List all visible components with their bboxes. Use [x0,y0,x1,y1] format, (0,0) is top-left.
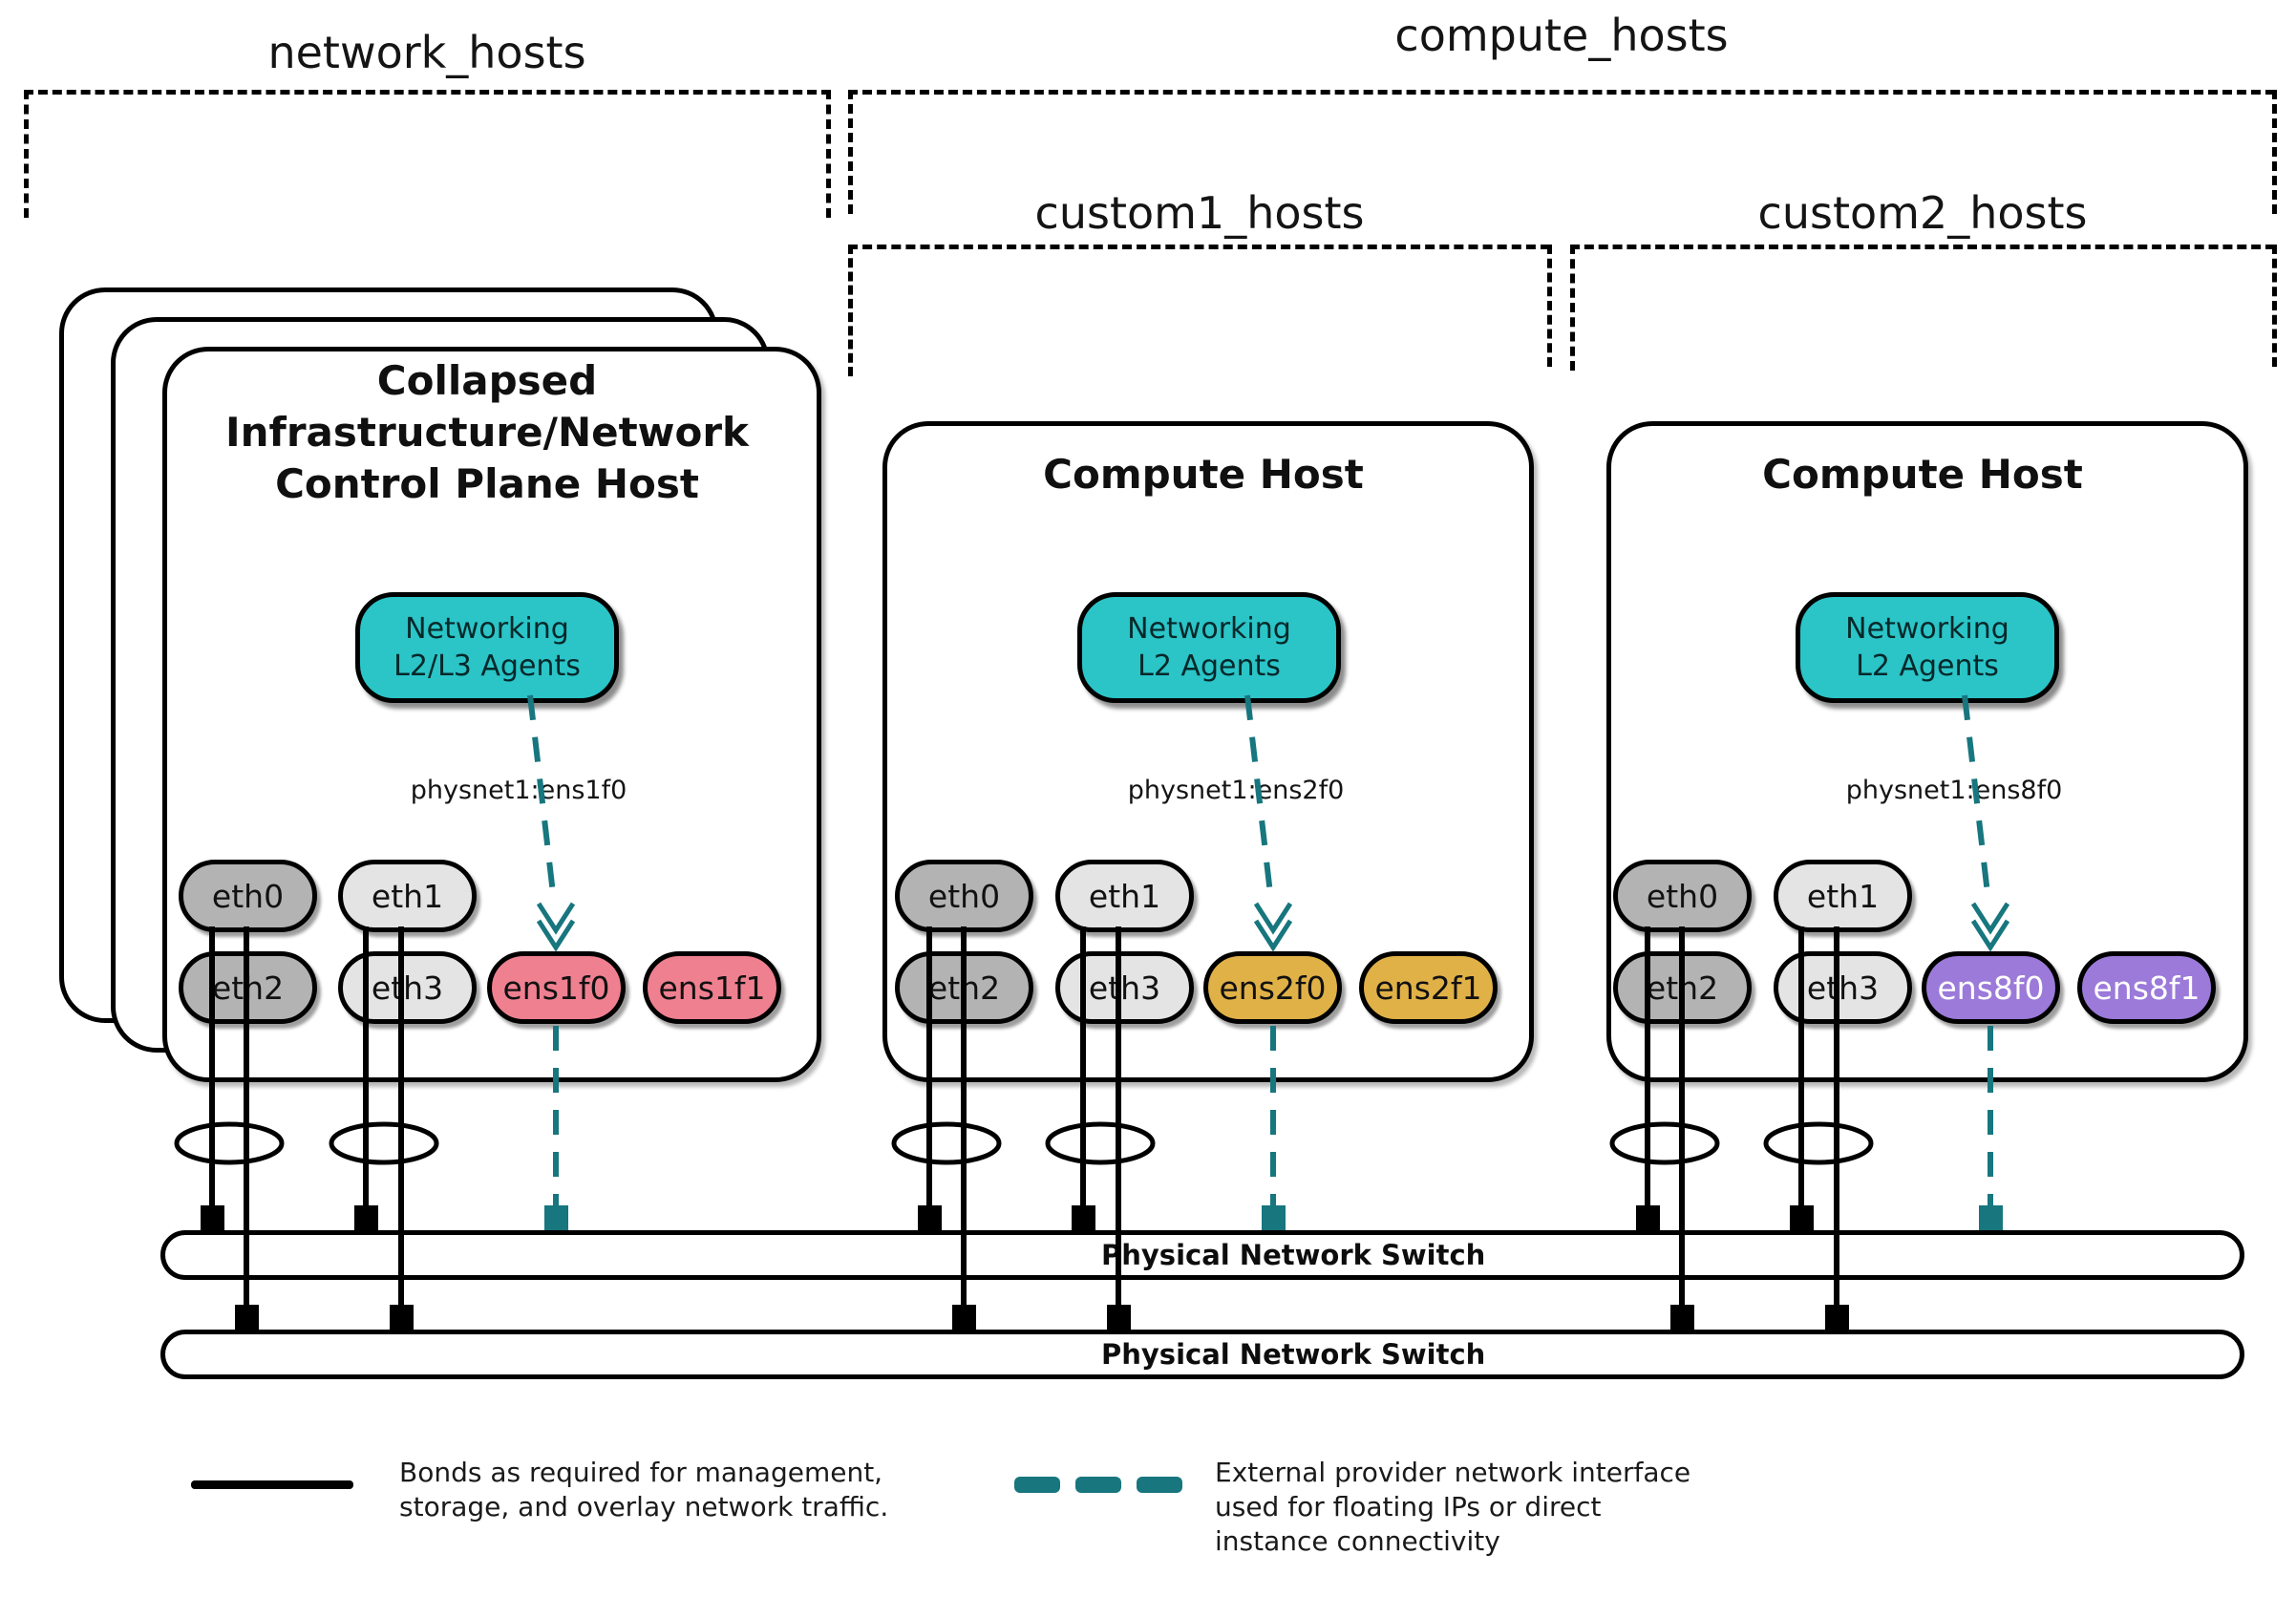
custom2-hosts-bracket-left [1570,245,1575,371]
switch-1-label: Physical Network Switch [1101,1239,1486,1271]
nic-pill-ens1f0: ens1f0 [487,951,626,1024]
bond-ellipses-host3 [1609,1121,1874,1165]
nic-pill-eth0: eth0 [895,860,1033,932]
legend-provider-swatch [1014,1477,1182,1493]
custom2-hosts-bracket [1570,245,2275,249]
legend-bond-swatch [191,1480,353,1489]
nic-pill-ens2f0: ens2f0 [1203,951,1342,1024]
nic-pill-eth2: eth2 [895,951,1033,1024]
custom2-hosts-label: custom2_hosts [1757,187,2088,239]
network-hosts-bracket-right [826,90,831,218]
legend-bond-text: Bonds as required for management, storag… [399,1457,889,1522]
nic-pill-eth2: eth2 [1613,951,1752,1024]
compute2-host-title: Compute Host [1762,451,2083,498]
control-host-title: Collapsed Infrastructure/Network Control… [225,357,749,507]
nic-pill-eth0: eth0 [1613,860,1752,932]
nic-pill-eth3: eth3 [1055,951,1194,1024]
switch1-connectors [201,1205,1814,1230]
nic-pill-ens2f1: ens2f1 [1359,951,1498,1024]
nic-pill-eth3: eth3 [1774,951,1912,1024]
network-hosts-label: network_hosts [267,27,586,78]
custom2-hosts-bracket-right [2272,245,2277,367]
physical-network-switch-1: Physical Network Switch [160,1230,2244,1280]
physical-network-switch-2: Physical Network Switch [160,1330,2244,1379]
nic-pill-ens8f0: ens8f0 [1922,951,2060,1024]
control-agent-box: Networking L2/L3 Agents [355,592,619,703]
nic-pill-eth0: eth0 [179,860,317,932]
compute2-physnet-label: physnet1:ens8f0 [1845,776,2063,805]
compute2-agent-box: Networking L2 Agents [1796,592,2059,703]
custom1-hosts-bracket-right [1547,245,1552,367]
compute-hosts-bracket [848,90,2275,95]
compute1-physnet-label: physnet1:ens2f0 [1127,776,1345,805]
custom1-hosts-bracket [848,245,1550,249]
compute-hosts-bracket-right [2272,90,2277,214]
custom1-hosts-label: custom1_hosts [1034,187,1365,239]
nic-pill-ens1f1: ens1f1 [643,951,781,1024]
custom1-hosts-bracket-left [848,245,853,376]
bond-ellipses-host1 [174,1121,439,1165]
compute-hosts-bracket-left [848,90,853,214]
compute1-agent-box: Networking L2 Agents [1077,592,1341,703]
nic-pill-eth1: eth1 [1055,860,1194,932]
nic-pill-eth2: eth2 [179,951,317,1024]
legend-provider-text: External provider network interface used… [1215,1457,1691,1557]
bond-ellipses-host2 [891,1121,1156,1165]
provider-connectors [544,1205,2003,1230]
compute1-host-title: Compute Host [1043,451,1364,498]
control-physnet-label: physnet1:ens1f0 [410,776,627,805]
nic-pill-eth1: eth1 [338,860,477,932]
compute-hosts-label: compute_hosts [1394,10,1729,61]
nic-pill-eth1: eth1 [1774,860,1912,932]
switch-2-label: Physical Network Switch [1101,1338,1486,1371]
network-hosts-bracket [24,90,831,95]
switch2-connectors [235,1305,1849,1330]
nic-pill-eth3: eth3 [338,951,477,1024]
network-hosts-bracket-left [24,90,29,218]
nic-pill-ens8f1: ens8f1 [2077,951,2216,1024]
